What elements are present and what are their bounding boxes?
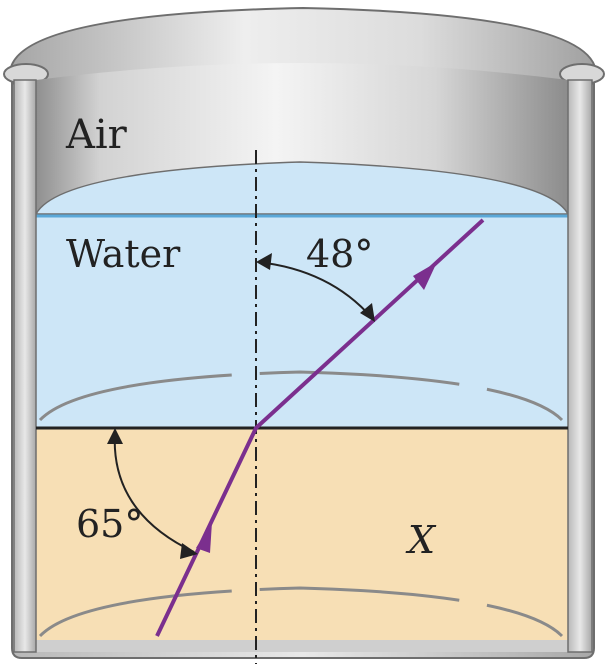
label-air: Air [65, 112, 128, 158]
label-material-x: X [405, 518, 437, 562]
ray-arrow-lower [196, 522, 212, 553]
left-wall [13, 79, 37, 653]
label-angle-water: 48° [306, 232, 373, 276]
container-bottom [36, 640, 568, 652]
label-water: Water [66, 232, 181, 276]
perspective-curve-upper [38, 370, 564, 422]
angle-arc-water-head-b [360, 303, 375, 322]
right-wall [567, 79, 593, 653]
ray-arrow-upper [413, 262, 437, 290]
angle-arc-water [257, 261, 373, 319]
water-surface [34, 161, 570, 215]
angle-arc-material [113, 431, 195, 553]
perspective-curve-lower [38, 586, 564, 638]
angle-arc-material-head-a [107, 428, 123, 444]
angle-arc-water-head-a [256, 253, 272, 270]
material-region [36, 428, 568, 640]
water-region [36, 214, 568, 428]
light-ray [155, 218, 485, 637]
angle-arc-material-head-b [180, 543, 198, 559]
label-angle-material: 65° [76, 502, 143, 546]
